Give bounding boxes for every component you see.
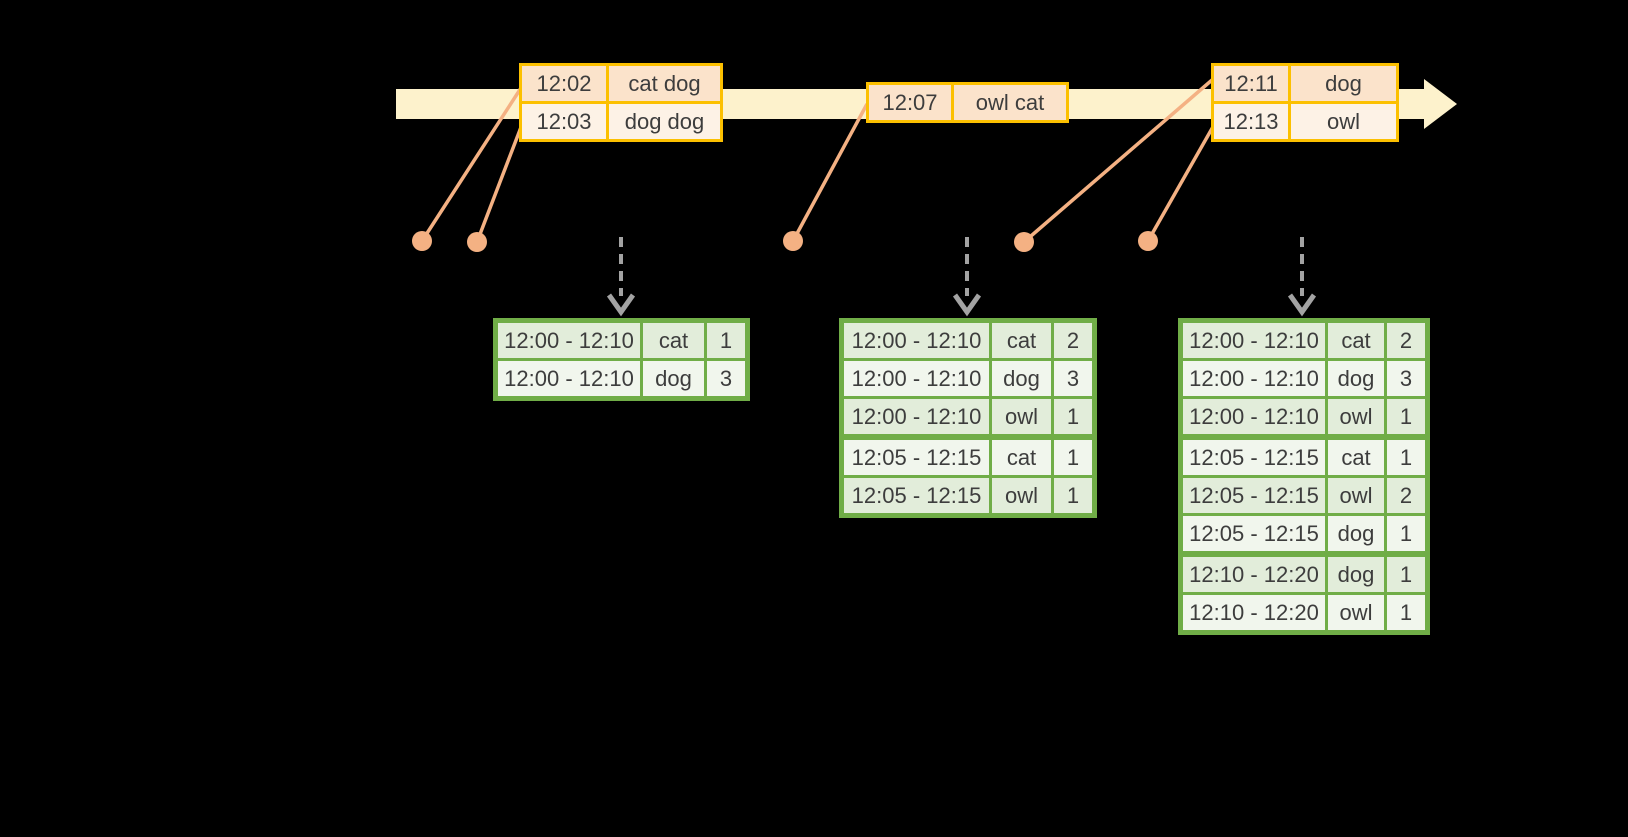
window-cell: 12:00 - 12:10 [844,323,989,358]
window-cell: 12:10 - 12:20 [1183,557,1325,592]
count-cell: 1 [707,323,745,358]
count-cell: 1 [1387,516,1425,551]
window-cell: 12:00 - 12:10 [1183,323,1325,358]
word-cell: owl [1328,478,1384,513]
window-cell: 12:00 - 12:10 [1183,361,1325,396]
connector-line [475,121,525,243]
window-cell: 12:00 - 12:10 [1183,399,1325,434]
time-cell: 12:02 [522,66,606,101]
words-cell: owl [1291,104,1396,139]
words-cell: owl cat [954,85,1066,120]
count-cell: 3 [1387,361,1425,396]
word-cell: cat [1328,440,1384,475]
window-cell: 12:05 - 12:15 [844,478,989,513]
connector-line [791,103,869,242]
words-cell: dog [1291,66,1396,101]
word-cell: owl [992,399,1051,434]
words-cell: cat dog [609,66,720,101]
word-cell: dog [1328,361,1384,396]
count-cell: 1 [1054,440,1092,475]
window-cell: 12:00 - 12:10 [498,323,640,358]
word-cell: cat [643,323,704,358]
window-cell: 12:00 - 12:10 [844,399,989,434]
window-cell: 12:05 - 12:15 [1183,516,1325,551]
dashed-down-arrow-icon [952,237,982,317]
connector-line [420,87,523,242]
window-cell: 12:05 - 12:15 [844,440,989,475]
connector-line [1146,124,1216,242]
time-cell: 12:11 [1214,66,1288,101]
count-cell: 1 [1387,595,1425,630]
window-cell: 12:05 - 12:15 [1183,478,1325,513]
count-cell: 3 [1054,361,1092,396]
count-cell: 2 [1387,323,1425,358]
event-dot [1138,231,1158,251]
event-dot [467,232,487,252]
words-cell: dog dog [609,104,720,139]
word-cell: owl [1328,595,1384,630]
word-cell: dog [1328,516,1384,551]
word-cell: dog [643,361,704,396]
event-dot [412,231,432,251]
window-cell: 12:05 - 12:15 [1183,440,1325,475]
count-cell: 2 [1054,323,1092,358]
time-cell: 12:13 [1214,104,1288,139]
count-cell: 1 [1054,399,1092,434]
event-dot [1014,232,1034,252]
window-cell: 12:10 - 12:20 [1183,595,1325,630]
count-cell: 1 [1387,440,1425,475]
word-cell: cat [992,440,1051,475]
dashed-down-arrow-icon [1287,237,1317,317]
time-cell: 12:07 [869,85,951,120]
count-cell: 1 [1387,557,1425,592]
word-cell: cat [992,323,1051,358]
word-cell: dog [992,361,1051,396]
word-cell: owl [992,478,1051,513]
count-cell: 2 [1387,478,1425,513]
timeline-arrowhead-icon [1424,79,1457,129]
word-cell: cat [1328,323,1384,358]
connector-line [1022,78,1214,244]
window-cell: 12:00 - 12:10 [498,361,640,396]
time-cell: 12:03 [522,104,606,139]
word-cell: owl [1328,399,1384,434]
count-cell: 1 [1054,478,1092,513]
dashed-down-arrow-icon [606,237,636,317]
event-dot [783,231,803,251]
count-cell: 1 [1387,399,1425,434]
window-cell: 12:00 - 12:10 [844,361,989,396]
word-cell: dog [1328,557,1384,592]
count-cell: 3 [707,361,745,396]
